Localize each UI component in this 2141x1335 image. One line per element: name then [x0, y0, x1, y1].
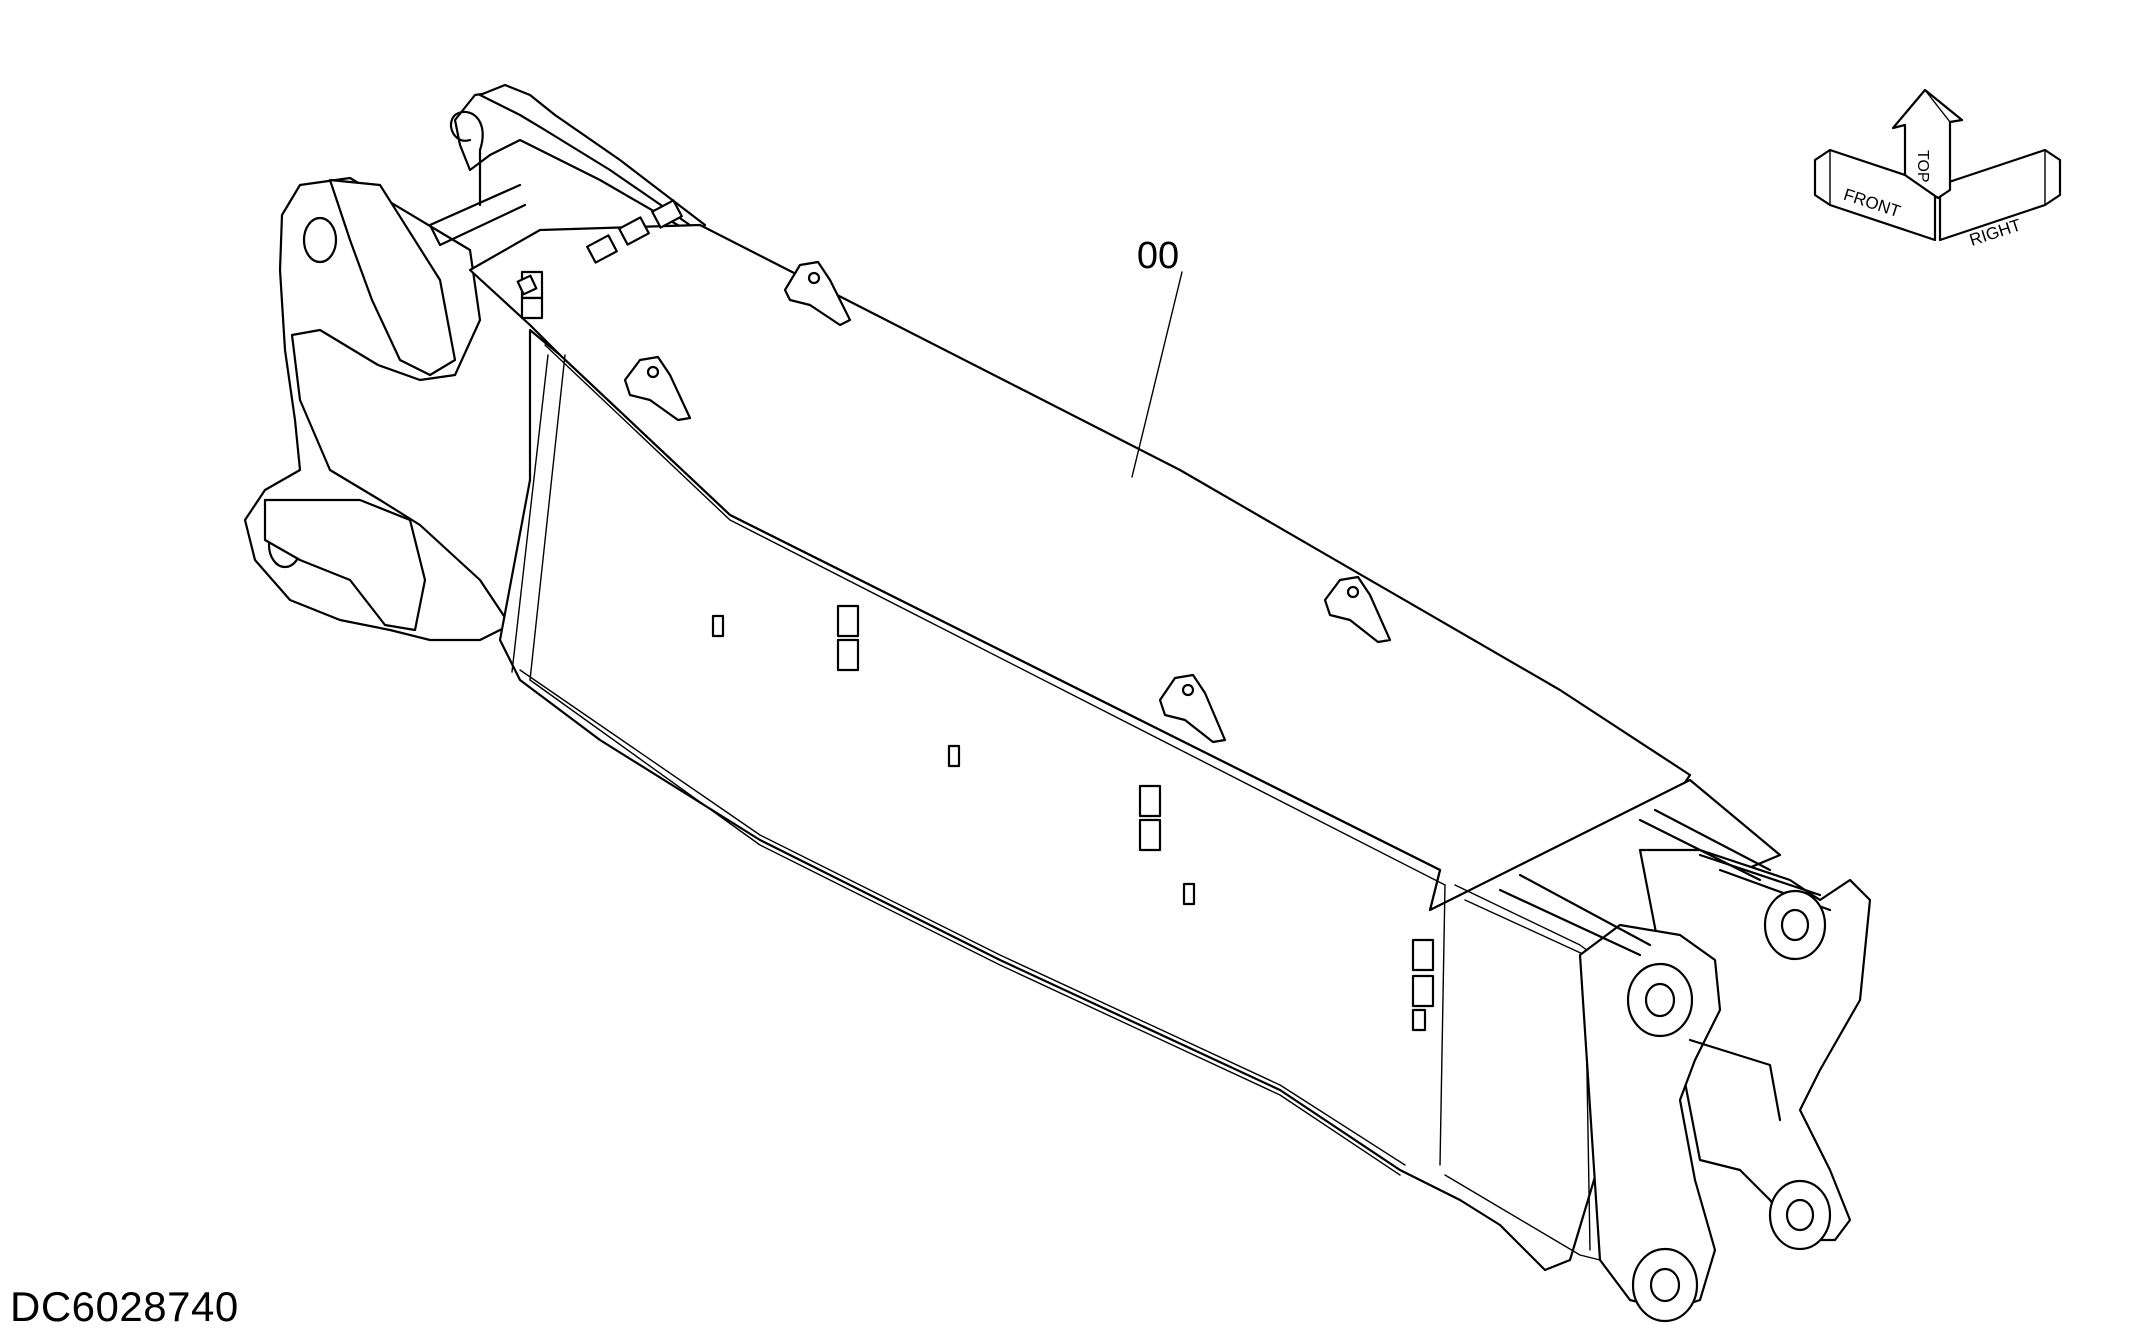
orientation-indicator: FRONT RIGHT TOP — [1813, 88, 2062, 250]
side-plate-edge-lower — [529, 679, 1401, 1176]
end-rib — [1498, 808, 1772, 957]
leader-line — [1131, 271, 1183, 478]
end-pin-hole-upper-left — [1644, 982, 1676, 1018]
end-pin-boss-lower-right — [1768, 1179, 1832, 1251]
lifting-eye-hole — [807, 271, 821, 285]
lifting-eye — [623, 355, 692, 422]
end-pin-boss-upper-left — [1626, 962, 1694, 1038]
clamp — [651, 199, 683, 229]
clamp — [836, 638, 860, 672]
foot-pin-hole-upper — [302, 216, 338, 264]
side-plate-edge-lower-2 — [519, 669, 1406, 1166]
end-pin-hole-lower-left — [1649, 1267, 1681, 1303]
clamp — [516, 274, 538, 296]
clamp — [1411, 974, 1435, 1008]
top-arrow-face — [1924, 89, 1951, 123]
clamp — [947, 744, 961, 768]
lifting-eye-hole — [1346, 585, 1360, 599]
top-clevis-right — [478, 83, 707, 234]
callout-number: 00 — [1137, 235, 1179, 277]
foot-web-line — [511, 354, 566, 681]
end-pin-hole-upper-right — [1780, 908, 1810, 942]
drawing-number: DC6028740 — [10, 1283, 239, 1330]
end-pin-boss-lower-left — [1631, 1247, 1699, 1323]
lifting-eye-hole — [1181, 683, 1195, 697]
clamp — [711, 614, 725, 638]
lifting-eye-hole — [646, 365, 660, 379]
lifting-eye — [1323, 575, 1392, 644]
clamp — [836, 604, 860, 638]
clamp — [1138, 818, 1162, 852]
clamp — [1411, 1008, 1427, 1032]
clamp — [1138, 784, 1162, 818]
hose-clamps — [516, 199, 1435, 1032]
boom-assembly — [243, 83, 1872, 1323]
part-callout: 00 — [1131, 235, 1183, 478]
foot-pad-lower — [263, 498, 427, 632]
lifting-eye — [1158, 673, 1227, 744]
clamp — [1411, 938, 1435, 972]
end-pin-boss-upper-right — [1763, 889, 1827, 961]
clamp — [1182, 882, 1196, 906]
top-label: TOP — [1914, 150, 1931, 183]
side-plate-edge-upper — [544, 344, 1446, 886]
foot-pad-upper — [328, 178, 457, 377]
top-arrow — [1891, 88, 1964, 200]
clamp — [520, 296, 544, 320]
end-pin-hole-lower-right — [1785, 1198, 1815, 1232]
top-cross-tube — [428, 183, 527, 247]
clevis-hook — [449, 110, 484, 207]
lifting-eye — [783, 260, 852, 327]
clamp — [618, 216, 650, 246]
lifting-eyes — [623, 260, 1392, 744]
clamp — [586, 234, 618, 264]
